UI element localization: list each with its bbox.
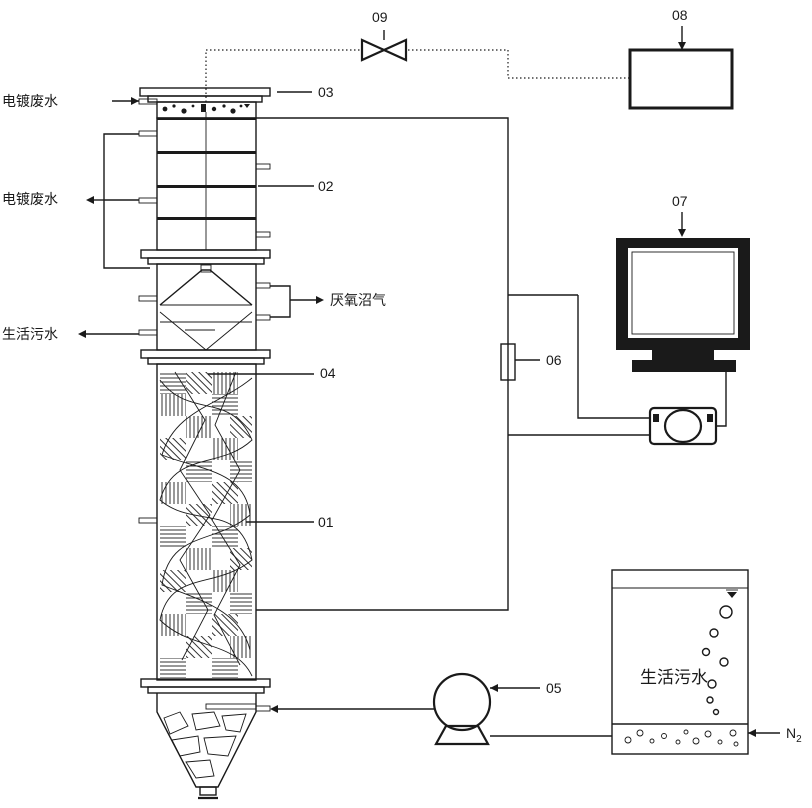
electrolysis-top-chamber [156,101,257,119]
carrier-packing [159,371,253,678]
label-05: 05 [546,680,562,696]
pump-05 [270,672,612,746]
leader-lines [208,185,314,523]
valve-09[interactable] [360,30,408,62]
label-06: 06 [546,352,562,368]
sewage-tank-label: 生活污水 [640,668,708,688]
monitor-08 [628,26,734,110]
anaerobic-separator-section [138,263,324,351]
domestic-sewage-outlet-arrow [78,330,139,338]
gas-line-dotted [205,49,630,102]
label-01: 01 [318,514,334,530]
middle-flange-lower [140,349,271,365]
anaerobic-biogas-label: 厌氧沼气 [330,293,386,309]
computer-07 [616,212,750,427]
packed-bed-column [138,363,257,681]
flow-controller [648,406,718,446]
electroplating-outlet-label: 电镀废水 [2,191,58,208]
bottom-flange [140,678,271,694]
recirculation-pipe [256,117,650,611]
sewage-tank [611,569,780,755]
sensor-probe-06 [500,343,540,381]
domestic-sewage-outlet-label: 生活污水 [2,327,58,343]
electrode-stack-chamber [138,98,271,251]
label-09: 09 [372,9,388,25]
middle-flange-upper [140,249,271,265]
label-04: 04 [320,365,336,381]
electroplating-recycle-pipe [86,97,150,269]
gravel-cone-bottom [156,693,271,800]
label-03: 03 [318,84,334,100]
label-08: 08 [672,7,688,23]
label-07: 07 [672,193,688,209]
top-cover-flange [139,87,312,103]
nitrogen-label: N2 [786,725,802,745]
label-02: 02 [318,178,334,194]
electroplating-inlet-label: 电镀废水 [2,93,58,110]
